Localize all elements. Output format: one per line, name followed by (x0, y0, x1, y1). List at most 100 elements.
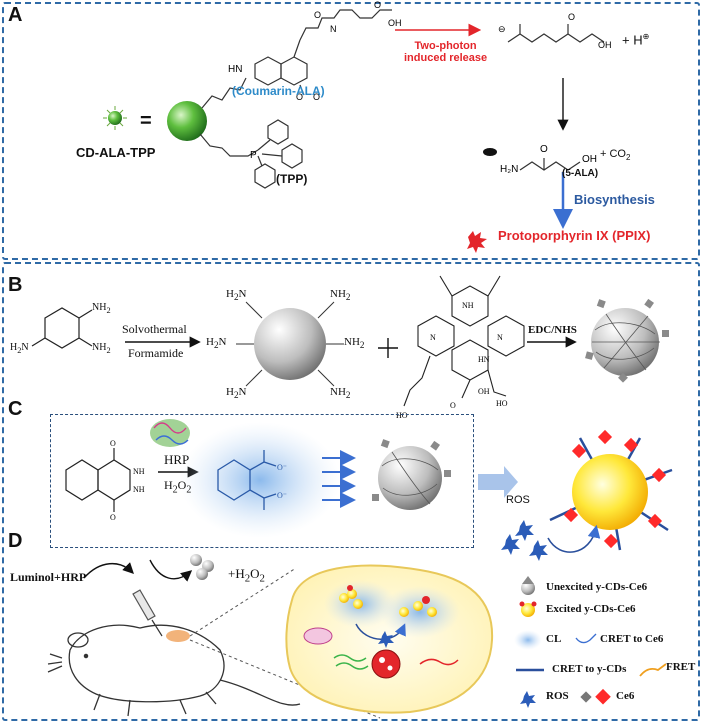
energy-arrows (322, 450, 356, 508)
sphere-h2n-bl-text: H (226, 386, 234, 398)
black-dot (483, 148, 497, 156)
svg-text:O⁻: O⁻ (277, 463, 287, 472)
h-plus-text: + H (622, 32, 643, 48)
biosynthesis-label: Biosynthesis (574, 192, 655, 207)
syringe-icon (132, 589, 163, 637)
sphere-nh2-tr-text: NH (330, 288, 346, 300)
svg-text:O: O (540, 144, 548, 155)
ros-stars-c (501, 520, 548, 561)
svg-text:HO: HO (496, 399, 508, 408)
svg-text:OH: OH (598, 40, 612, 50)
two-photon-line-1: Two-photon (414, 40, 477, 52)
svg-text:NH: NH (462, 301, 474, 310)
legend-cl-icon (514, 630, 542, 650)
cd-ala-tpp-label: CD-ALA-TPP (76, 145, 156, 160)
plus-sign-b (378, 338, 398, 358)
plus-h2o2-text: +H (228, 566, 245, 581)
excite-arrow (478, 466, 518, 498)
svg-text:NH: NH (133, 485, 145, 494)
ppix-label: Protoporphyrin IX (PPIX) (498, 228, 651, 243)
cl-glow (180, 422, 340, 538)
cd-ce6-conjugate-c (372, 439, 451, 510)
svg-text:HO: HO (396, 411, 408, 420)
legend-cret-ycds: CRET to y-CDs (552, 663, 627, 675)
legend-unexcited-icon (521, 576, 535, 595)
luminol-hrp-label: Luminol+HRP (10, 570, 87, 584)
h2n-left-label: H2N (10, 342, 29, 355)
legend-ce6: Ce6 (616, 690, 635, 702)
legend-ros: ROS (546, 690, 569, 702)
sphere-nh2-br: NH2 (330, 386, 351, 401)
legend-ce6-grey-icon (580, 691, 592, 703)
svg-text:O: O (110, 439, 116, 448)
svg-text:O: O (450, 401, 456, 410)
nh2-bottom-label: NH2 (92, 342, 111, 355)
cd-sphere-green (167, 101, 207, 141)
sphere-nh2-r-text: NH (344, 336, 360, 348)
svg-text:O: O (568, 12, 575, 22)
cd-icon-small (103, 106, 127, 130)
tumor-site (166, 630, 190, 642)
svg-text:OH: OH (478, 387, 490, 396)
sphere-h2n-l: H2N (206, 336, 227, 351)
zoom-line-top (189, 567, 297, 637)
legend-cl: CL (546, 633, 562, 645)
two-photon-line-2: induced release (404, 52, 488, 64)
panel-bcd-frame (2, 262, 700, 721)
solvothermal-label: Solvothermal (122, 322, 187, 336)
nh2-bottom-text: NH (92, 342, 107, 353)
svg-text:O: O (374, 0, 381, 10)
svg-text:N: N (430, 333, 436, 342)
ros-label-c: ROS (506, 494, 530, 506)
aminophthalate (217, 450, 277, 510)
cell-arrow (355, 623, 406, 640)
two-photon-label: Two-photon induced release (404, 40, 487, 64)
cell-ros (378, 631, 394, 648)
mouse-drawing (47, 624, 301, 717)
svg-text:OH: OH (582, 154, 597, 165)
tpp-label: (TPP) (276, 172, 308, 186)
ala-label: (5-ALA) (562, 168, 599, 179)
h2o2-label: H2O2 (164, 478, 192, 496)
ppix-burst-icon (467, 231, 487, 253)
cd-sphere-grey (236, 301, 344, 387)
ce6-porphyrin (403, 275, 525, 407)
cell-particles (339, 585, 437, 617)
svg-text:O: O (296, 92, 303, 102)
plus-h2o2-label: +H2O2 (228, 566, 265, 585)
svg-text:HN: HN (478, 355, 490, 364)
legend-excited: Excited y-CDs-Ce6 (546, 603, 636, 615)
luminol-molecule (65, 448, 131, 512)
panel-c-label: C (8, 398, 23, 420)
co2-label: + CO2 (600, 148, 631, 163)
zoom-line-bottom (189, 639, 381, 719)
h2o2-text: H (164, 478, 173, 492)
legend-ros-icon (520, 691, 536, 708)
hrp-protein-icon (150, 419, 190, 447)
linker-chains (199, 9, 392, 189)
svg-text:N: N (330, 24, 337, 34)
formamide-label: Formamide (128, 346, 184, 360)
legend-cret-ce6-icon (575, 633, 597, 644)
panel-a-label: A (8, 4, 23, 26)
svg-text:O⁻: O⁻ (277, 491, 287, 500)
nanoparticle-cluster-d (190, 554, 214, 580)
legend-cret-ce6: CRET to Ce6 (600, 633, 664, 645)
nh2-top-text: NH (92, 302, 107, 313)
legend-fret: FRET (666, 661, 696, 673)
svg-text:O: O (110, 513, 116, 522)
legend-excited-icon (519, 601, 537, 617)
panel-a-frame (2, 2, 700, 260)
ros-curved-arrow (547, 524, 601, 553)
svg-text:P: P (250, 150, 257, 161)
cell-golgi (419, 658, 459, 666)
cd-ce6-conjugate-b (585, 298, 669, 383)
sphere-nh2-r: NH2 (344, 336, 365, 351)
svg-text:NH: NH (133, 467, 145, 476)
svg-text:OH: OH (388, 18, 402, 28)
co2-text: + CO (600, 148, 626, 160)
h-plus-label: + H⊕ (622, 32, 650, 48)
legend-ce6-red-icon (595, 688, 611, 705)
cell-er (333, 654, 369, 670)
svg-text:O: O (314, 10, 321, 20)
